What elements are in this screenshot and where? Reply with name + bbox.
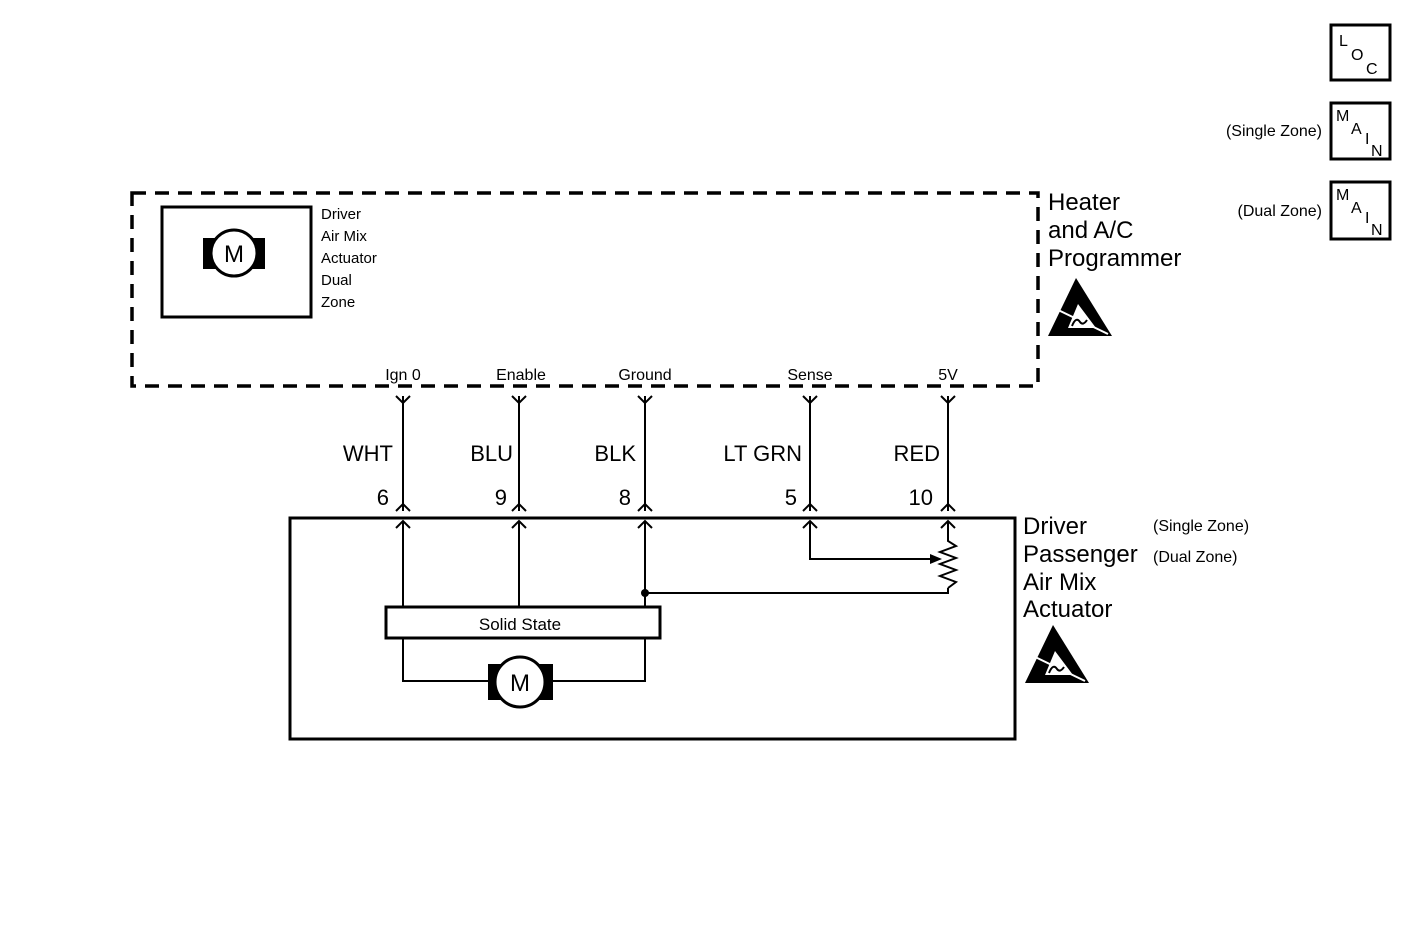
pin-number-label: 5: [785, 485, 797, 510]
programmer-dashed-boundary: [130, 191, 1040, 388]
main-letter-m: M: [1336, 108, 1349, 125]
circuit-signal-label: Ign 0: [385, 367, 421, 384]
wire-color-label: BLK: [594, 441, 636, 466]
main-dual-caption: (Dual Zone): [1238, 203, 1322, 220]
esd-warning-icon: [1048, 278, 1112, 336]
inner-motor-label: M: [224, 241, 244, 268]
actuator-motor-label: M: [510, 670, 530, 697]
wire-color-label: WHT: [343, 441, 393, 466]
circuit-ign0[interactable]: Ign 0 WHT 6: [343, 367, 421, 512]
main-letter-i: I: [1365, 210, 1369, 227]
inner-actuator-label: Driver Air Mix Actuator Dual Zone: [321, 206, 377, 311]
main-box-dual-zone[interactable]: M A I N: [1329, 180, 1392, 241]
circuit-signal-label: Ground: [618, 367, 671, 384]
inner-actuator-line: Driver: [321, 206, 361, 223]
main-letter-i: I: [1365, 131, 1369, 148]
actuator-motor-symbol: M: [488, 655, 553, 709]
loc-box[interactable]: L O C: [1329, 23, 1392, 82]
loc-letter-c: C: [1366, 61, 1378, 78]
main-letter-a: A: [1351, 121, 1362, 138]
ground-junction-dot: [641, 589, 649, 597]
actuator-box: [288, 516, 1017, 741]
inner-actuator-line: Dual: [321, 272, 352, 289]
pin-number-label: 8: [619, 485, 631, 510]
actuator-title-line: Actuator: [1023, 596, 1112, 623]
actuator-title-line: Air Mix: [1023, 569, 1096, 596]
main-single-caption: (Single Zone): [1226, 123, 1322, 140]
inner-actuator-line: Actuator: [321, 250, 377, 267]
wire-color-label: BLU: [470, 441, 513, 466]
circuit-signal-label: Enable: [496, 367, 546, 384]
circuit-sense[interactable]: Sense LT GRN 5: [723, 367, 833, 512]
loc-letter-o: O: [1351, 47, 1363, 64]
programmer-title: Heater and A/C Programmer: [1048, 189, 1181, 272]
main-letter-n: N: [1371, 222, 1383, 239]
wire-color-label: LT GRN: [723, 441, 802, 466]
main-letter-m: M: [1336, 187, 1349, 204]
pin-number-label: 10: [909, 485, 933, 510]
circuit-signal-label: 5V: [938, 367, 958, 384]
circuit-ground[interactable]: Ground BLK 8: [594, 367, 672, 512]
programmer-title-line: Heater: [1048, 189, 1120, 216]
inner-motor-symbol: M: [203, 228, 265, 278]
programmer-title-line: Programmer: [1048, 245, 1181, 272]
inner-actuator-line: Zone: [321, 294, 355, 311]
circuit-signal-label: Sense: [787, 367, 832, 384]
main-letter-a: A: [1351, 200, 1362, 217]
circuit-enable[interactable]: Enable BLU 9: [470, 367, 546, 512]
pin-number-label: 9: [495, 485, 507, 510]
feedback-potentiometer: [930, 535, 959, 589]
programmer-title-line: and A/C: [1048, 217, 1133, 244]
actuator-title-line: Driver: [1023, 513, 1087, 540]
actuator-internal-wiring: [402, 521, 949, 682]
loc-letter-l: L: [1339, 33, 1348, 50]
actuator-title: Driver Passenger Air Mix Actuator: [1023, 513, 1138, 623]
actuator-single-zone-note: (Single Zone): [1153, 518, 1249, 535]
main-box-single-zone[interactable]: M A I N: [1329, 101, 1392, 161]
esd-warning-icon: [1025, 625, 1089, 683]
main-letter-n: N: [1371, 143, 1383, 160]
circuit-5v[interactable]: 5V RED 10: [894, 367, 959, 512]
solid-state-label: Solid State: [479, 615, 561, 634]
pin-number-label: 6: [377, 485, 389, 510]
actuator-terminal-marks: [395, 519, 956, 529]
actuator-title-line: Passenger: [1023, 541, 1138, 568]
inner-actuator-line: Air Mix: [321, 228, 367, 245]
wire-color-label: RED: [894, 441, 940, 466]
inner-actuator-box: [160, 205, 313, 319]
solid-state-module: Solid State: [384, 605, 662, 640]
actuator-dual-zone-note: (Dual Zone): [1153, 549, 1237, 566]
